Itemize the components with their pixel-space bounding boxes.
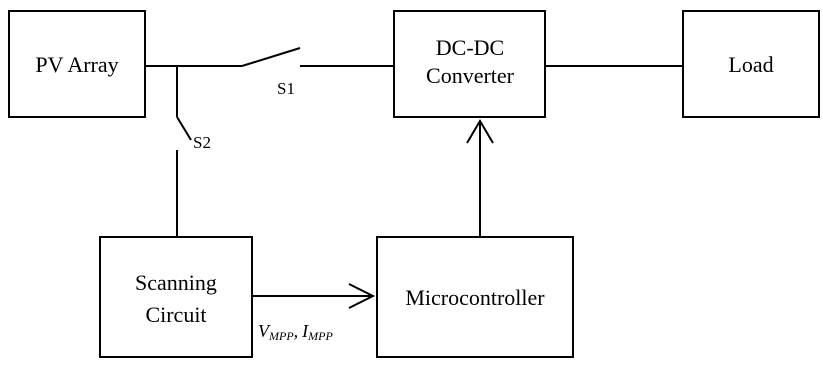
signal-v-sub: MPP [268, 329, 294, 343]
pv-array-block: PV Array [8, 10, 146, 118]
arrowhead-up [466, 119, 494, 144]
signal-label: VMPP,IMPP [258, 321, 333, 343]
arrowhead-right [348, 283, 376, 309]
switch-s2-blade [176, 116, 192, 141]
microcontroller-box [376, 236, 574, 358]
switch-s1-label: S1 [277, 79, 295, 98]
switch-s2-label: S2 [193, 133, 211, 152]
microcontroller-block: Microcontroller [376, 236, 574, 358]
signal-separator: , [294, 321, 299, 341]
load-label: Load [728, 52, 773, 77]
load-block: Load [682, 10, 820, 118]
pv-array-box [8, 10, 146, 118]
scanning-circuit-label-line1: Scanning [135, 270, 217, 295]
signal-i-sub: MPP [307, 329, 333, 343]
switch-s1-blade [241, 47, 301, 67]
scanning-circuit-box [99, 236, 253, 358]
dc-dc-converter-block: DC-DC Converter [393, 10, 546, 118]
dc-dc-converter-label-line1: DC-DC [436, 35, 504, 60]
wiring [145, 47, 683, 309]
microcontroller-label: Microcontroller [405, 285, 545, 310]
pv-array-label: PV Array [35, 52, 118, 77]
scanning-circuit-label-line2: Circuit [145, 302, 206, 327]
load-box [682, 10, 820, 118]
scanning-circuit-block: Scanning Circuit [99, 236, 253, 358]
dc-dc-converter-box [393, 10, 546, 118]
signal-v-main: V [258, 321, 271, 341]
signal-i-main: I [301, 321, 309, 341]
dc-dc-converter-label-line2: Converter [426, 63, 515, 88]
